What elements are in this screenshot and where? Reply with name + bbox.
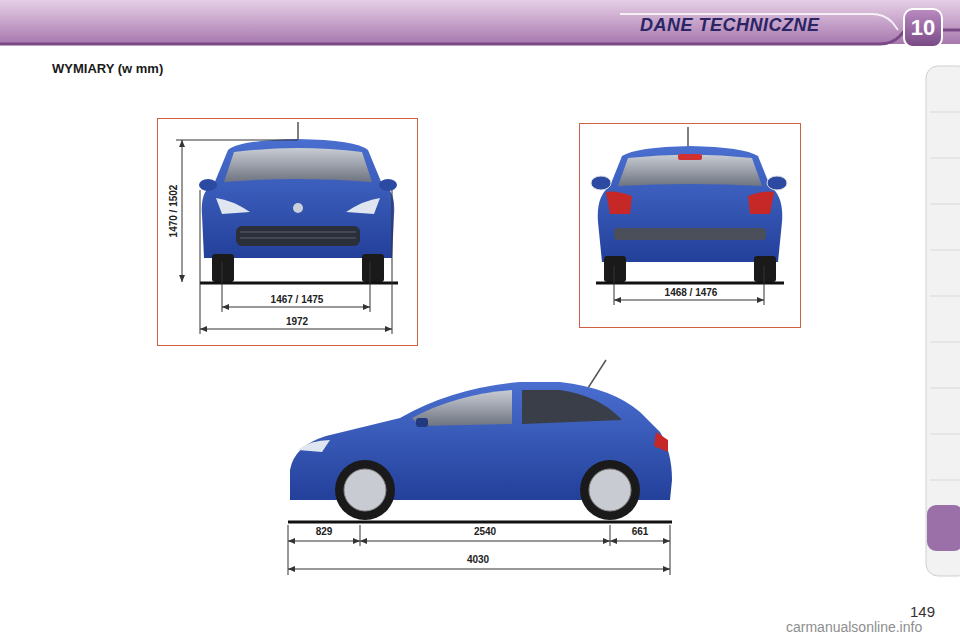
- front-view-car: [176, 122, 398, 334]
- length-dimension: 4030: [465, 554, 491, 565]
- rear-view-frame: 1468 / 1476: [579, 123, 801, 328]
- chapter-badge: 10: [903, 8, 943, 48]
- width-dimension: 1972: [284, 316, 310, 327]
- wheelbase-dimension: 2540: [472, 526, 498, 537]
- header-band: [0, 0, 960, 44]
- rear-view-car: [591, 127, 787, 305]
- active-tab: [927, 505, 960, 551]
- page-title: DANE TECHNICZNE: [640, 16, 820, 36]
- tab-dividers: [930, 112, 960, 480]
- height-dimension: 1470 / 1502: [168, 183, 179, 240]
- front-track-dimension: 1467 / 1475: [269, 294, 326, 305]
- rear-track-dimension: 1468 / 1476: [663, 287, 720, 298]
- watermark: carmanualsonline.info: [786, 620, 922, 635]
- page-number: 149: [910, 604, 935, 621]
- rear-overhang-dimension: 661: [630, 526, 651, 537]
- chapter-number: 10: [911, 16, 935, 40]
- side-view-car: [288, 360, 672, 575]
- section-heading: WYMIARY (w mm): [52, 62, 163, 76]
- front-overhang-dimension: 829: [314, 526, 335, 537]
- front-view-frame: 1470 / 1502 1467 / 1475 1972: [157, 118, 418, 346]
- side-tabs: [926, 66, 960, 576]
